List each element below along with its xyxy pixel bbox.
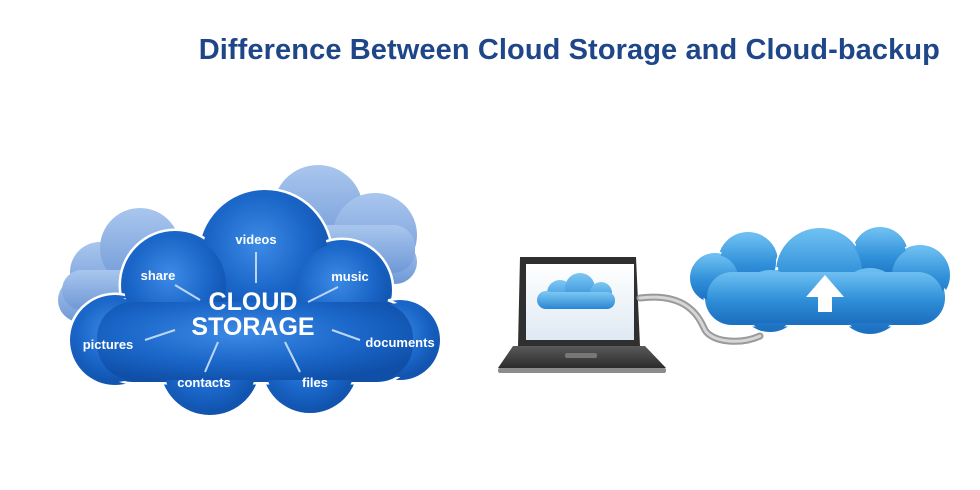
cloud-storage-heading-line1: CLOUD — [209, 288, 298, 316]
item-label-videos: videos — [235, 232, 276, 247]
item-label-share: share — [141, 268, 176, 283]
item-label-music: music — [331, 269, 369, 284]
connector-lines — [144, 252, 361, 373]
item-label-pictures: pictures — [83, 337, 134, 352]
item-label-files: files — [302, 375, 328, 390]
cloud-storage-heading-line2: STORAGE — [191, 313, 314, 341]
laptop-icon — [498, 257, 666, 373]
item-label-documents: documents — [365, 335, 434, 350]
item-label-contacts: contacts — [177, 375, 230, 390]
screen-cloud-icon — [537, 273, 615, 309]
cloud-storage-cloud: CLOUD STORAGE videos music documents fil… — [67, 187, 443, 418]
backup-cloud — [688, 225, 952, 336]
upload-arrow-icon — [806, 275, 844, 312]
page-title: Difference Between Cloud Storage and Clo… — [198, 34, 940, 66]
cable-icon — [636, 293, 764, 345]
